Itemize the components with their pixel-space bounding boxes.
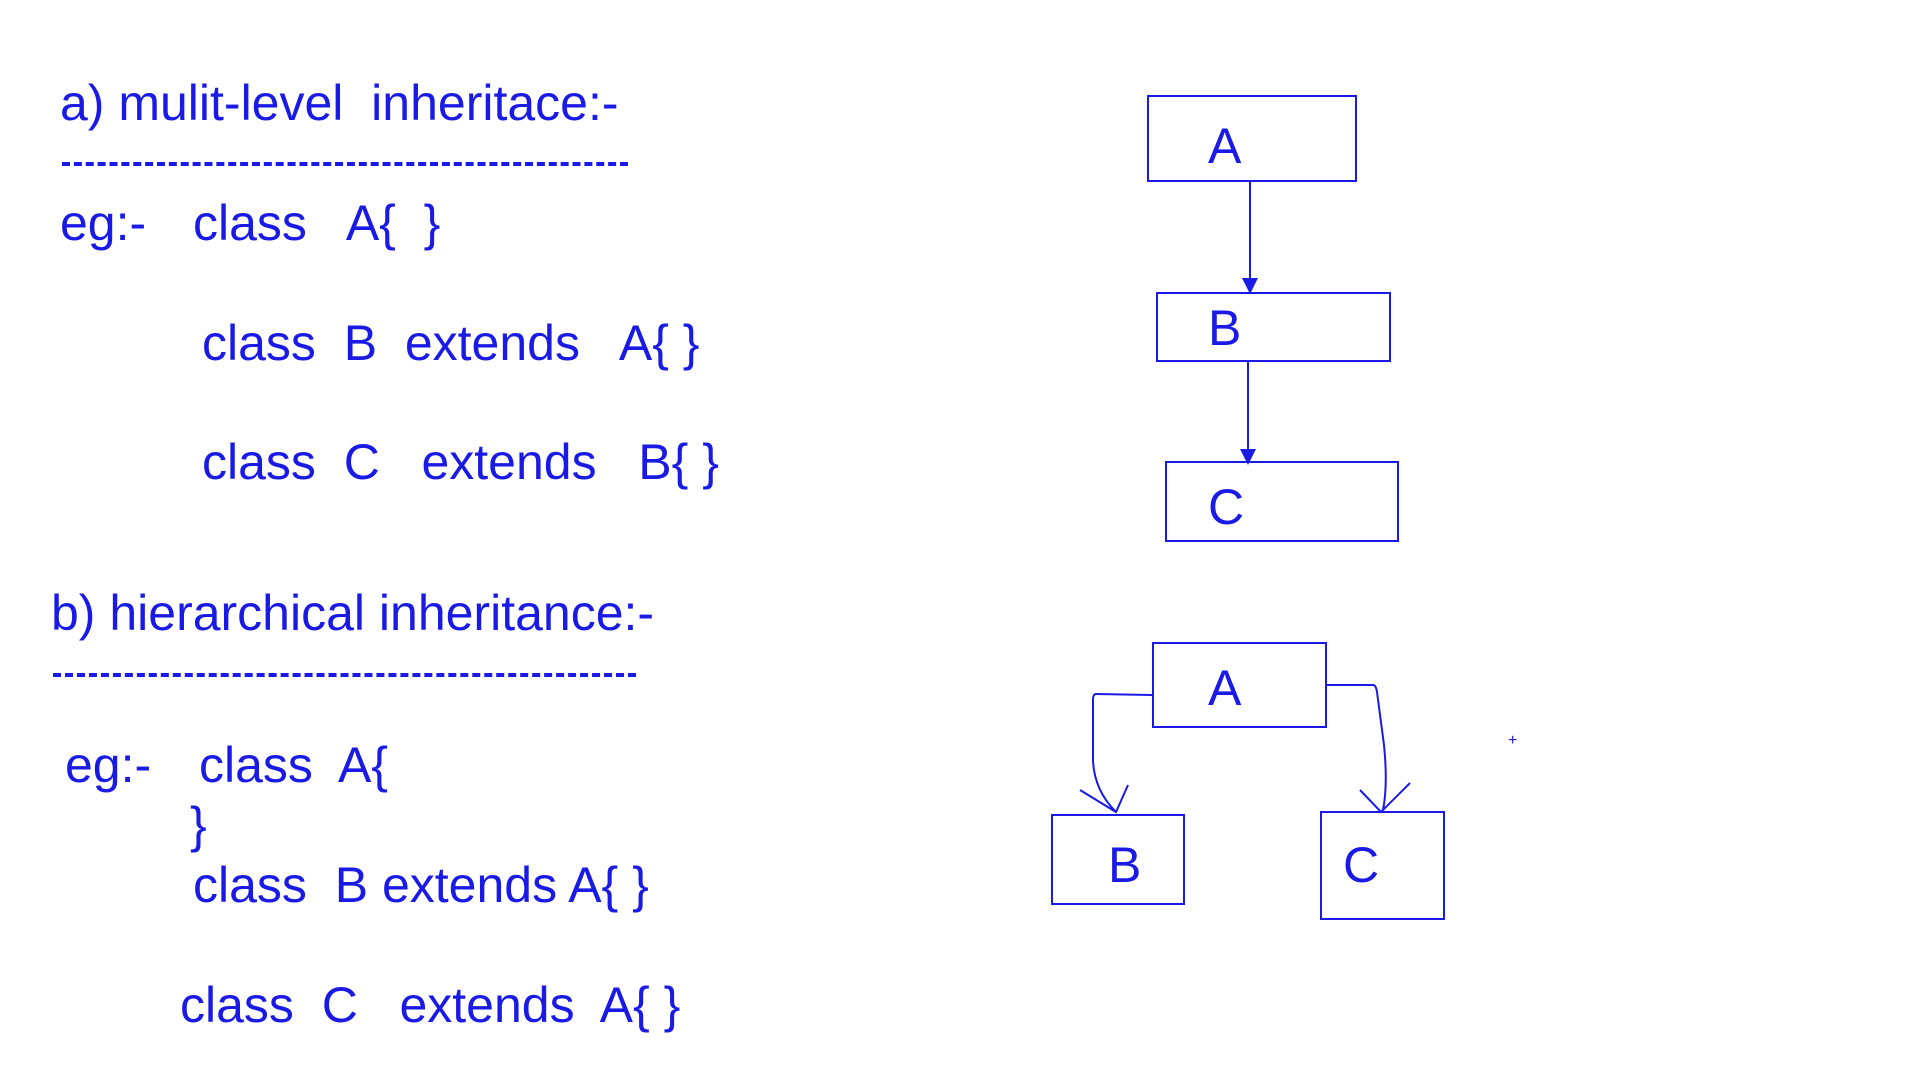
multi-level-box-b-label: B [1208, 300, 1241, 356]
hierarchical-box-c [1320, 811, 1445, 920]
section-b-heading: b) hierarchical inheritance:- [51, 585, 655, 641]
section-b-code-line-3: class B extends A{ } [193, 857, 649, 913]
hierarchical-diagram: A B C + [1051, 642, 1517, 920]
hierarchical-arrow-a-to-c [1326, 684, 1387, 811]
section-b-code-line-4: class C extends A{ } [180, 977, 681, 1033]
hierarchical-box-b-label: B [1108, 837, 1141, 893]
hierarchical-arrow-a-to-b [1092, 692, 1154, 813]
section-a-code-line-1: class A{ } [193, 195, 441, 251]
section-a-code-line-2: class B extends A{ } [202, 315, 700, 371]
hierarchical-box-c-label: C [1343, 837, 1379, 893]
section-a-heading: a) mulit-level inheritace:- [60, 75, 619, 131]
multi-level-box-c [1165, 461, 1399, 542]
hierarchical-box-b [1051, 814, 1185, 905]
section-a-eg-label: eg:- [60, 195, 147, 251]
multi-level-box-c-label: C [1208, 479, 1244, 535]
section-b-code-line-1: class A{ [199, 737, 388, 793]
stray-plus-mark: + [1508, 732, 1517, 749]
multi-level-box-b [1156, 292, 1391, 362]
multi-level-box-a-label: A [1208, 118, 1242, 174]
section-b-eg-label: eg:- [65, 737, 152, 793]
hierarchical-arrowhead-b [1079, 784, 1129, 814]
section-a-underline [62, 162, 628, 166]
hierarchical-box-a-label: A [1208, 660, 1242, 716]
section-b-code-line-2: } [190, 797, 207, 853]
section-a-code-line-3: class C extends B{ } [202, 434, 719, 490]
multi-level-box-a [1147, 95, 1357, 182]
section-b-underline [53, 673, 636, 677]
multi-level-diagram: A B C [1147, 95, 1399, 542]
